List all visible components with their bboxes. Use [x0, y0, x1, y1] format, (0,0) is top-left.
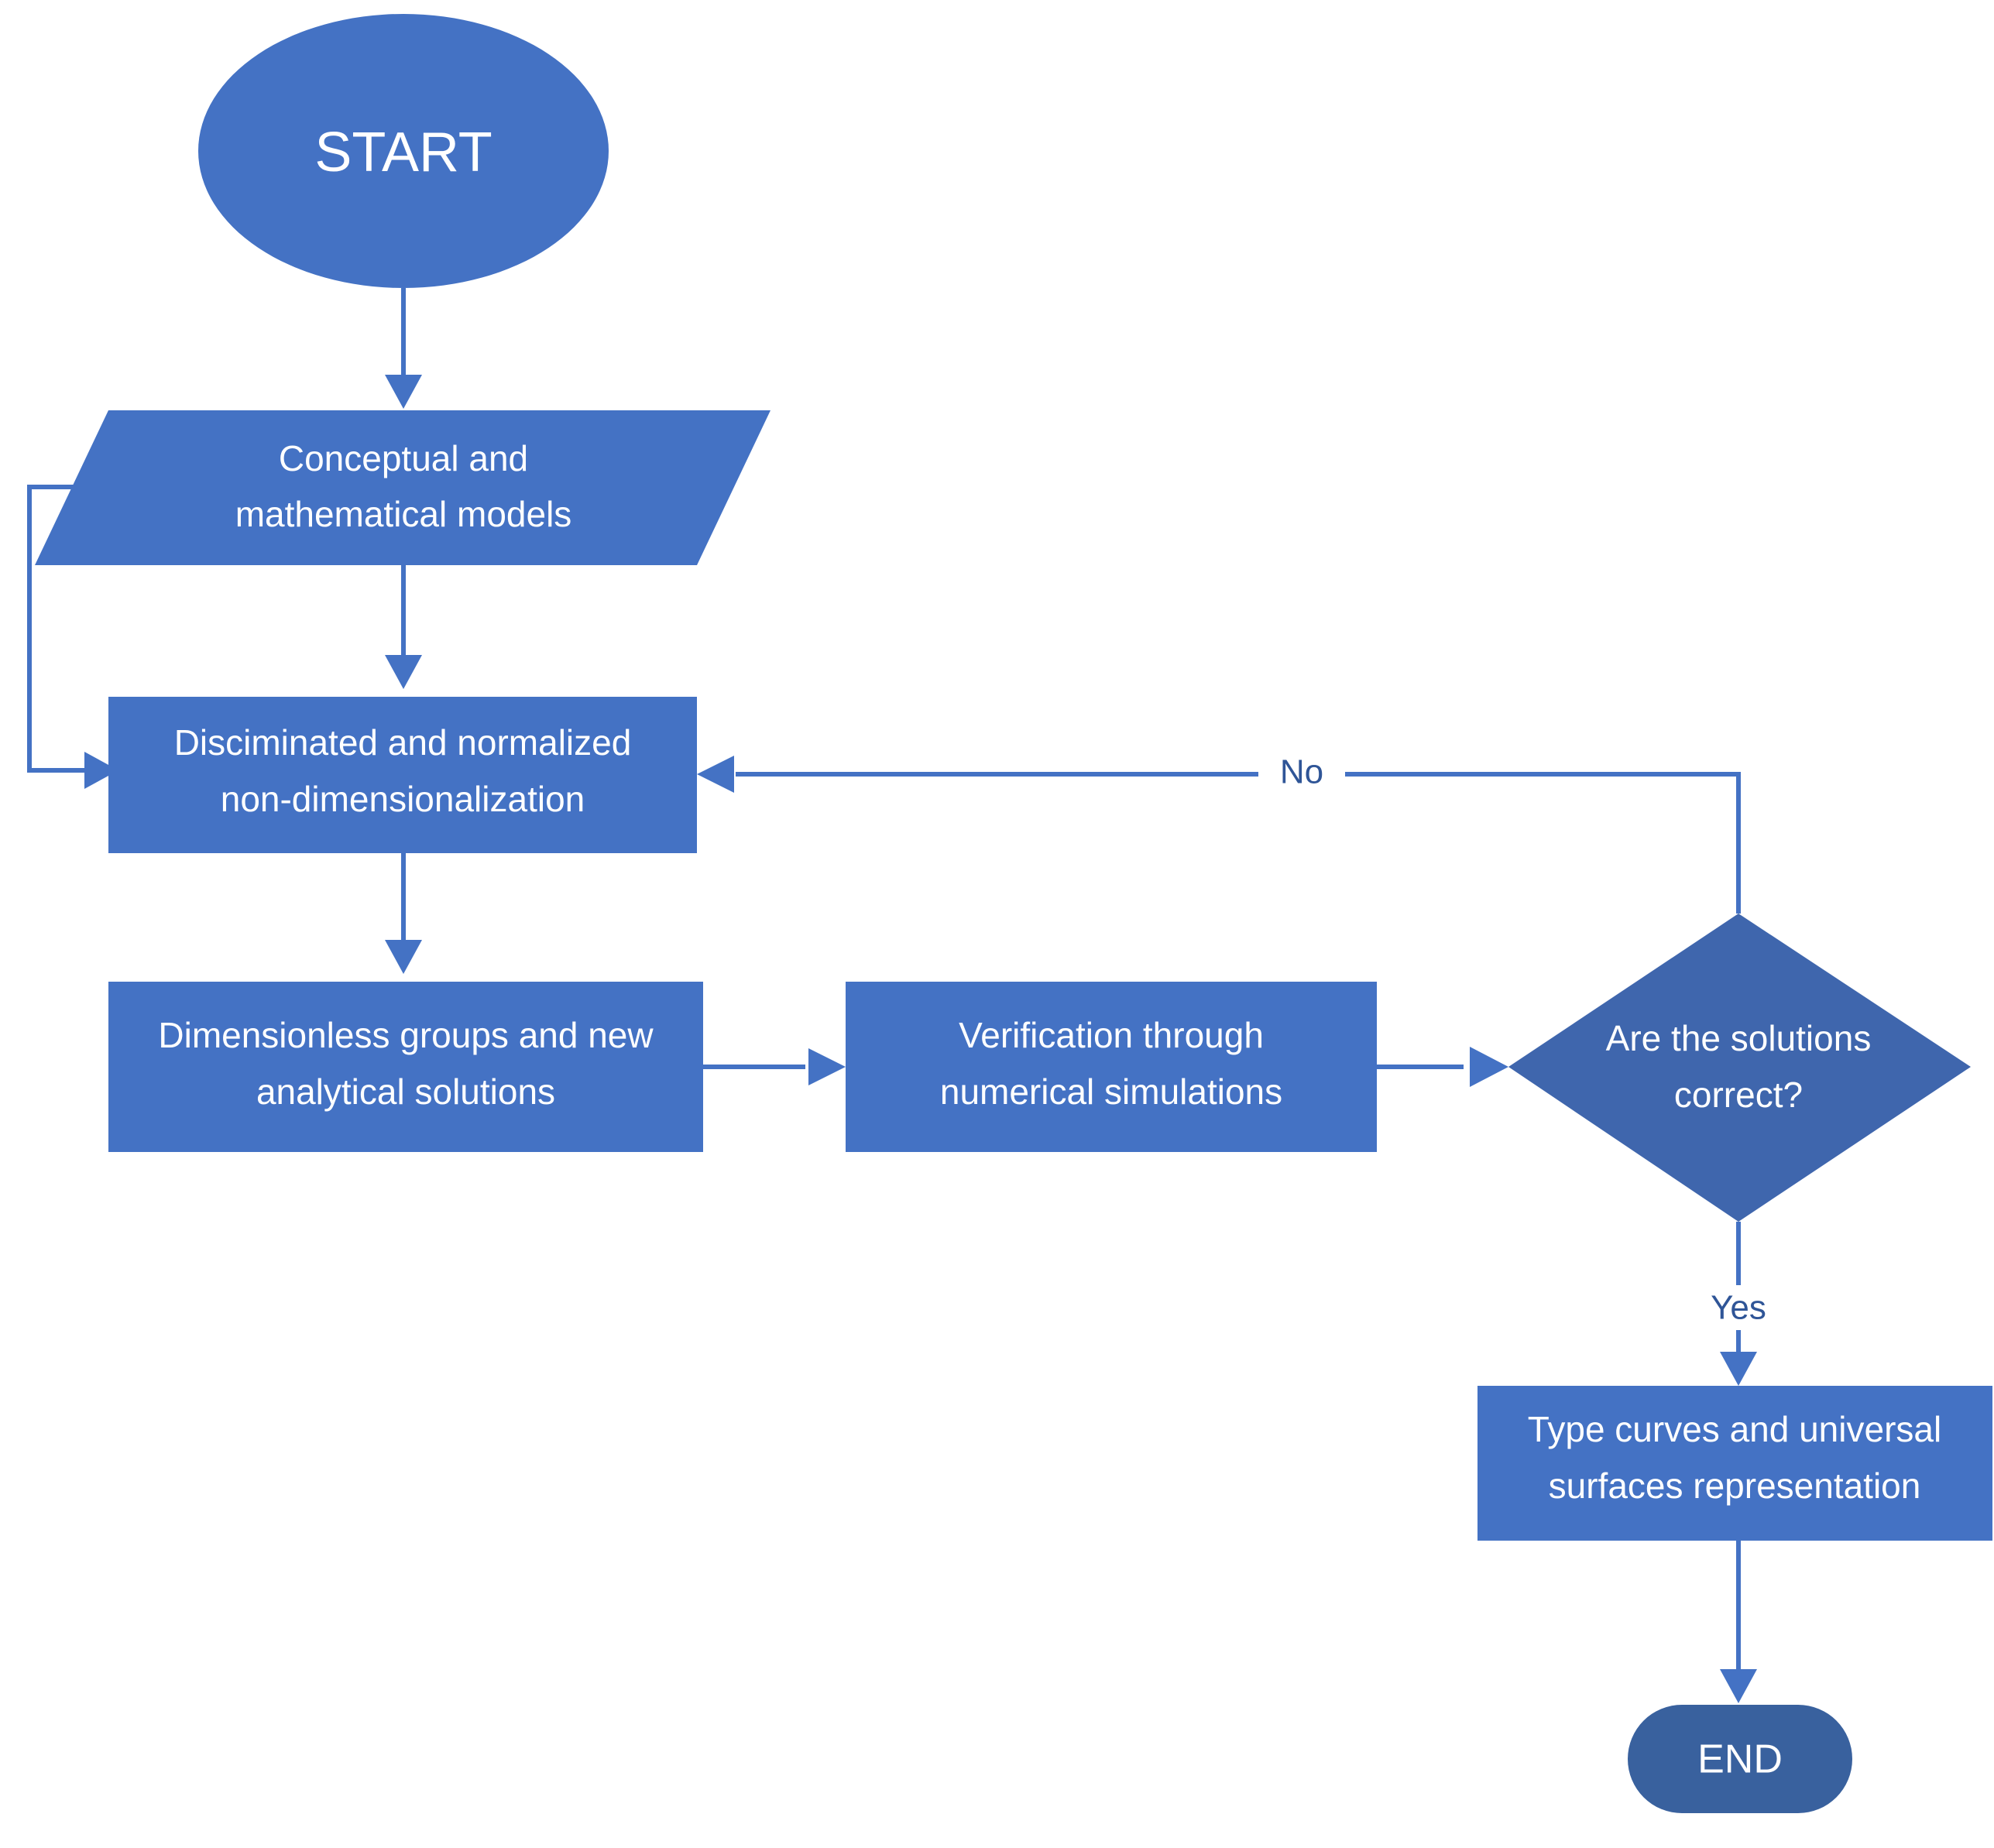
verification-shape [846, 982, 1377, 1152]
node-conceptual-models[interactable]: Conceptual and mathematical models [35, 410, 770, 565]
node-decision-solutions-correct[interactable]: Are the solutions correct? [1508, 914, 1971, 1222]
start-shape [198, 14, 609, 288]
dimensionless-groups-shape [108, 982, 703, 1152]
decision-label-line2: correct? [1674, 1075, 1803, 1115]
end-label: END [1697, 1737, 1783, 1782]
edge-typecurves-to-end [1720, 1541, 1757, 1703]
nondimensionalization-shape [108, 697, 697, 853]
edge-nondim-to-groups [385, 853, 422, 974]
no-label-backdrop [1258, 749, 1345, 799]
type-curves-label-line2: surfaces representation [1549, 1466, 1921, 1506]
conceptual-models-label-line2: mathematical models [235, 494, 572, 534]
node-dimensionless-groups[interactable]: Dimensionless groups and new analytical … [108, 982, 703, 1152]
edge-start-to-models [385, 288, 422, 409]
type-curves-label-line1: Type curves and universal [1528, 1409, 1941, 1449]
start-label: START [314, 122, 492, 183]
edge-groups-to-verify [703, 1048, 846, 1085]
dimensionless-groups-label-line1: Dimensionless groups and new [158, 1015, 654, 1055]
dimensionless-groups-label-line2: analytical solutions [256, 1071, 555, 1112]
edge-decision-no-to-nondim: No [697, 749, 1741, 914]
verification-label-line2: numerical simulations [940, 1071, 1282, 1112]
node-verification[interactable]: Verification through numerical simulatio… [846, 982, 1377, 1152]
node-nondimensionalization[interactable]: Disciminated and normalized non-dimensio… [108, 697, 697, 853]
edge-decision-yes-to-typecurves: Yes [1711, 1222, 1766, 1386]
edge-models-feedback-loop [27, 485, 118, 789]
nondimensionalization-label-line2: non-dimensionalization [221, 779, 585, 819]
edge-verify-to-decision [1377, 1047, 1508, 1087]
edge-label-no: No [1280, 753, 1323, 791]
node-type-curves[interactable]: Type curves and universal surfaces repre… [1477, 1386, 1992, 1541]
conceptual-models-label-line1: Conceptual and [279, 438, 528, 478]
edge-label-yes: Yes [1711, 1289, 1766, 1327]
decision-shape [1508, 914, 1971, 1222]
node-end[interactable]: END [1628, 1705, 1852, 1813]
type-curves-shape [1477, 1386, 1992, 1541]
conceptual-models-shape [35, 410, 770, 565]
nondimensionalization-label-line1: Disciminated and normalized [174, 722, 632, 763]
node-start[interactable]: START [198, 14, 609, 288]
end-shape [1628, 1705, 1852, 1813]
edge-models-to-nondim [385, 565, 422, 689]
decision-label-line1: Are the solutions [1606, 1018, 1872, 1058]
verification-label-line1: Verification through [959, 1015, 1264, 1055]
